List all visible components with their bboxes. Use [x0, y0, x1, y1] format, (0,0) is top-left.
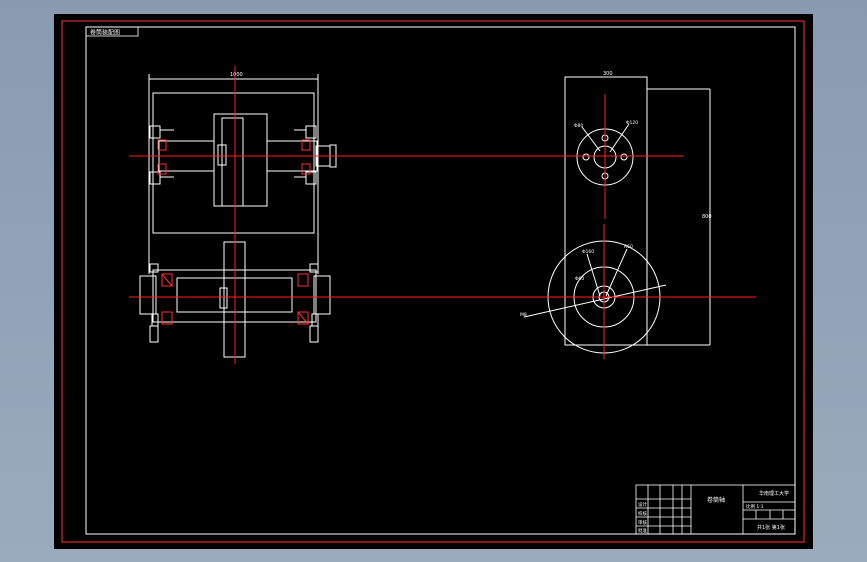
title-part-name: 卷筒轴 — [707, 496, 725, 504]
right-side-dimension: 800 — [702, 214, 712, 220]
label-r50: R50 — [624, 244, 633, 250]
cad-drawing: 卷筒装配图 1000 — [61, 20, 805, 543]
cad-drawing-viewport[interactable]: 卷筒装配图 1000 — [54, 14, 813, 549]
left-view: 1000 — [139, 72, 337, 358]
label-m8: M8 — [520, 312, 527, 318]
corner-label: 卷筒装配图 — [85, 26, 139, 37]
title-sheet: 共1张 第1张 — [757, 524, 785, 531]
title-row-approve: 批准 — [638, 527, 647, 534]
right-view-labels: Φ80 Φ120 Φ160 R50 Φ60 M8 — [520, 120, 638, 318]
sheet-border — [61, 20, 805, 543]
title-scale: 比例 1:1 — [746, 503, 764, 510]
left-view-bearings — [157, 139, 311, 325]
drawing-frame — [85, 26, 796, 535]
label-phi160: Φ160 — [582, 249, 594, 255]
left-top-dimension: 1000 — [230, 72, 243, 78]
label-phi120: Φ120 — [626, 120, 638, 126]
title-block — [635, 484, 796, 535]
corner-label-text: 卷筒装配图 — [90, 29, 120, 37]
title-block-text: 卷筒轴 华南理工大学 比例 1:1 共1张 第1张 设计 校核 审核 批准 — [638, 490, 789, 534]
right-view: 300 800 — [523, 71, 712, 354]
title-school: 华南理工大学 — [759, 490, 789, 497]
label-phi60: Φ60 — [575, 276, 584, 282]
right-top-dimension: 300 — [603, 71, 613, 77]
title-row-design: 设计 — [638, 501, 647, 508]
center-lines — [129, 66, 756, 364]
label-phi80: Φ80 — [574, 123, 583, 129]
title-row-review: 审核 — [638, 519, 647, 526]
title-row-check: 校核 — [638, 510, 647, 517]
